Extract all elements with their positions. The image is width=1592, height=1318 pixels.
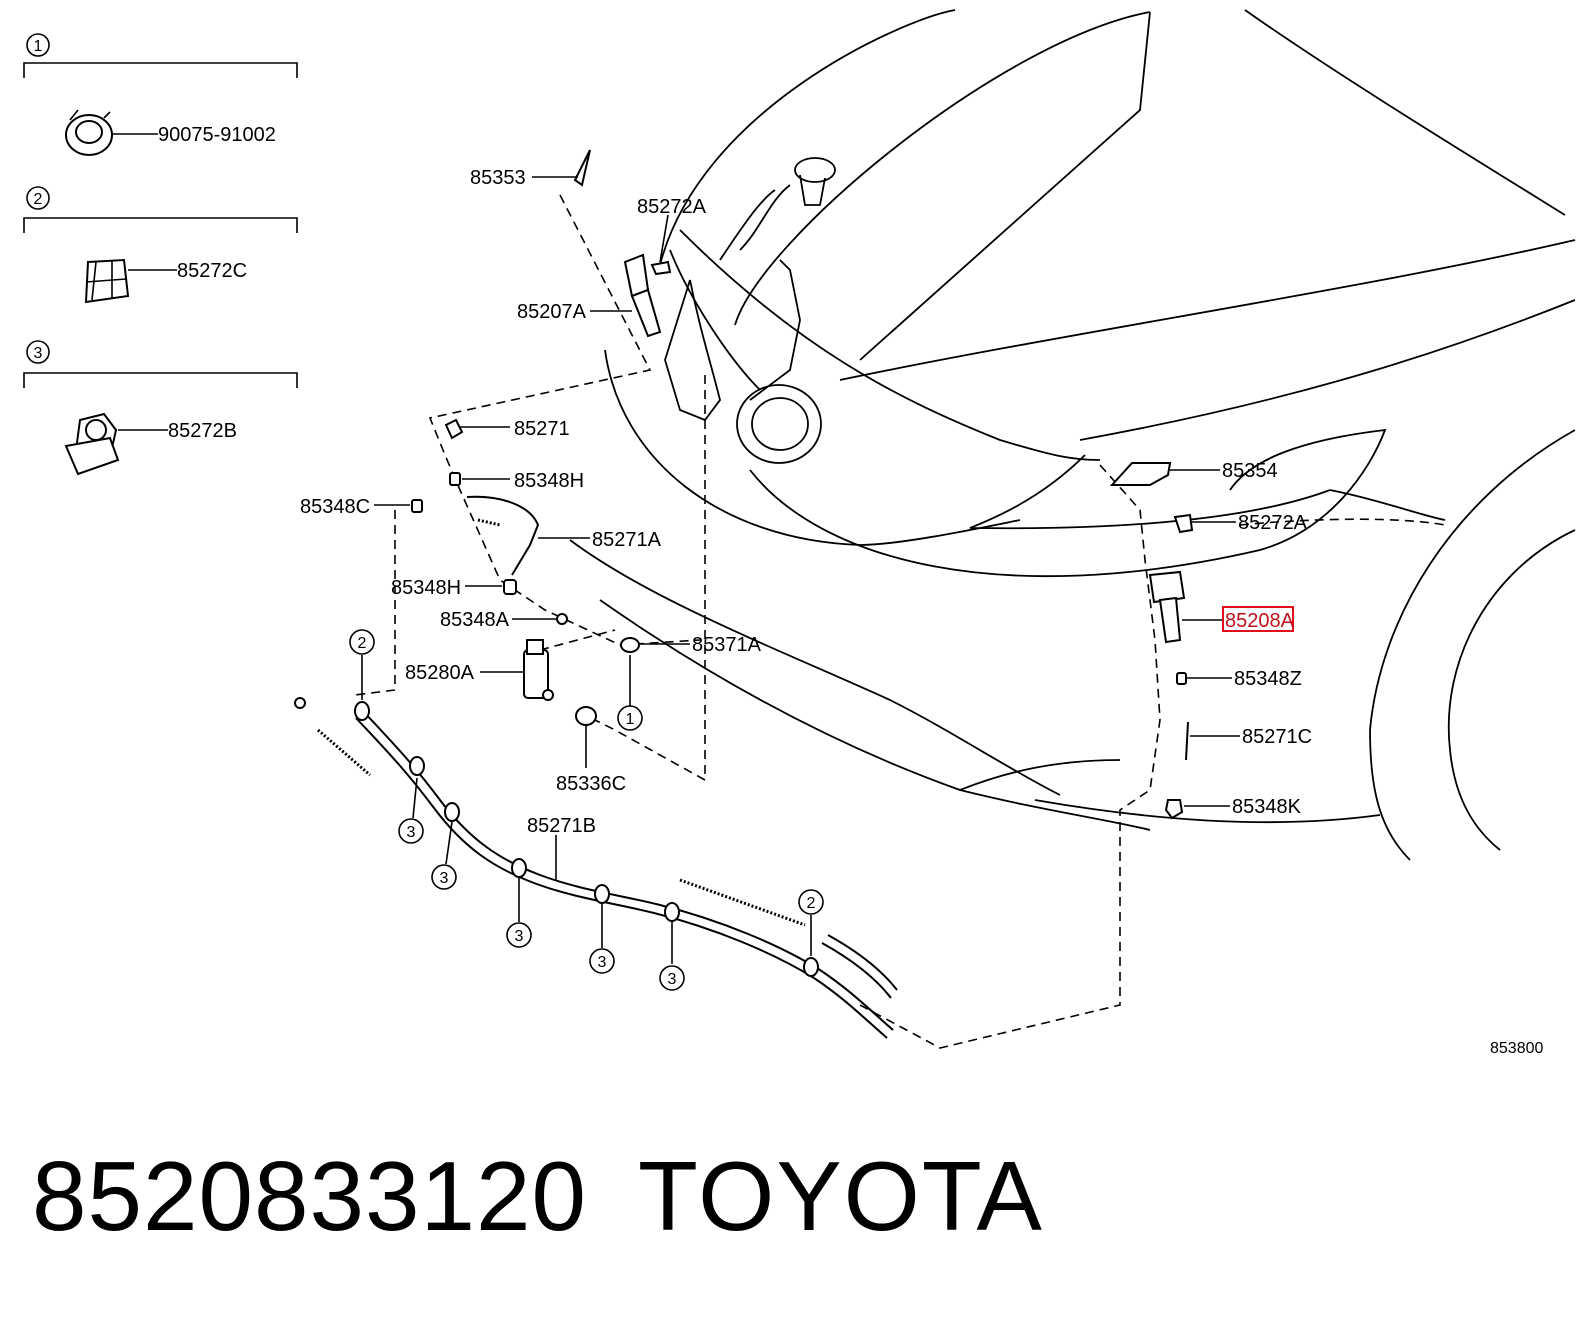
label-85271A: 85271A	[592, 529, 662, 551]
legend-2-part: 85272C	[177, 260, 247, 282]
grommet-85336C-icon	[575, 706, 597, 726]
check-valve-85348Z-icon	[1176, 672, 1187, 685]
legend-3-part: 85272B	[168, 420, 237, 442]
legend-2-bracket	[23, 217, 298, 233]
legend-2-marker	[26, 186, 50, 210]
joint-85348A-icon	[556, 613, 568, 625]
marker-3-e: 3	[668, 971, 677, 988]
highlight-box	[1222, 606, 1294, 632]
label-85271: 85271	[514, 418, 570, 440]
marker-3-b: 3	[440, 870, 449, 887]
label-85336C: 85336C	[556, 773, 626, 795]
nozzle-85208A-icon	[1148, 570, 1186, 644]
washer-pump-85280A-icon	[523, 639, 554, 701]
nozzle-85207A-icon	[623, 253, 662, 338]
legend: 1 90075-91002 2 85272C 3 85272B	[23, 33, 298, 476]
grommet-85371A-icon	[620, 637, 640, 653]
clip-markers: 1 2 2 3 3 3 3 3	[349, 629, 824, 991]
leader-lines	[361, 176, 1240, 964]
clip-85272A-top-icon	[650, 260, 672, 276]
nozzle-cap-85353-icon	[573, 149, 591, 187]
clip-2-icon	[84, 258, 130, 304]
clip-1-icon	[65, 109, 113, 156]
marker-2-right: 2	[807, 895, 816, 912]
legend-3-marker	[26, 340, 50, 364]
marker-2-left: 2	[358, 635, 367, 652]
connector-85271-icon	[444, 418, 464, 440]
clip-85272A-right-icon	[1173, 513, 1194, 534]
footer-brand: TOYOTA	[638, 1141, 1044, 1251]
label-85354: 85354	[1222, 460, 1278, 482]
nozzle-cover-85354-icon	[1109, 462, 1172, 486]
callout-labels: 85353 85272A 85207A 85271 85348H 85348C …	[300, 167, 1312, 837]
hose-clips	[354, 701, 819, 977]
label-85208A: 85208A	[1225, 610, 1295, 632]
label-85271C: 85271C	[1242, 726, 1312, 748]
label-85348K: 85348K	[1232, 796, 1302, 818]
legend-3-bracket	[23, 372, 298, 388]
check-valve-85348H-icon	[503, 579, 517, 595]
label-85348Z: 85348Z	[1234, 668, 1302, 690]
label-85348C: 85348C	[300, 496, 370, 518]
legend-1-part: 90075-91002	[158, 124, 276, 146]
hose-85271C-icon	[1185, 721, 1189, 761]
label-85207A: 85207A	[517, 301, 587, 323]
label-85272A-top: 85272A	[637, 196, 707, 218]
label-85272A-right: 85272A	[1238, 512, 1308, 534]
marker-3-c: 3	[515, 928, 524, 945]
footer-part-number: 8520833120	[32, 1141, 588, 1251]
elbow-85348K-icon	[1164, 799, 1184, 820]
hose-85271A-icon	[466, 495, 540, 576]
legend-1-number: 1	[34, 38, 43, 55]
label-85353: 85353	[470, 167, 526, 189]
joint-85348C-icon	[411, 499, 423, 513]
catalog-code: 853800	[1490, 1040, 1544, 1057]
marker-3-a: 3	[407, 824, 416, 841]
legend-1-bracket	[23, 62, 298, 78]
legend-3-number: 3	[34, 345, 43, 362]
vehicle-body-outline	[569, 9, 1576, 861]
marker-3-d: 3	[598, 954, 607, 971]
label-85348H: 85348H	[391, 577, 461, 599]
label-85371A: 85371A	[692, 634, 762, 656]
hose-85271B-icon	[294, 697, 898, 1039]
label-85348A: 85348A	[440, 609, 510, 631]
legend-1-marker	[26, 33, 50, 57]
clip-3-icon	[64, 412, 120, 476]
label-85280A: 85280A	[405, 662, 475, 684]
check-valve-85348H-top-icon	[449, 472, 461, 486]
label-85271B: 85271B	[527, 815, 596, 837]
washer-parts	[294, 149, 1194, 1039]
marker-1: 1	[626, 711, 635, 728]
label-85348H-top: 85348H	[514, 470, 584, 492]
protector-sleeve-icon	[477, 518, 501, 527]
legend-2-number: 2	[34, 191, 43, 208]
